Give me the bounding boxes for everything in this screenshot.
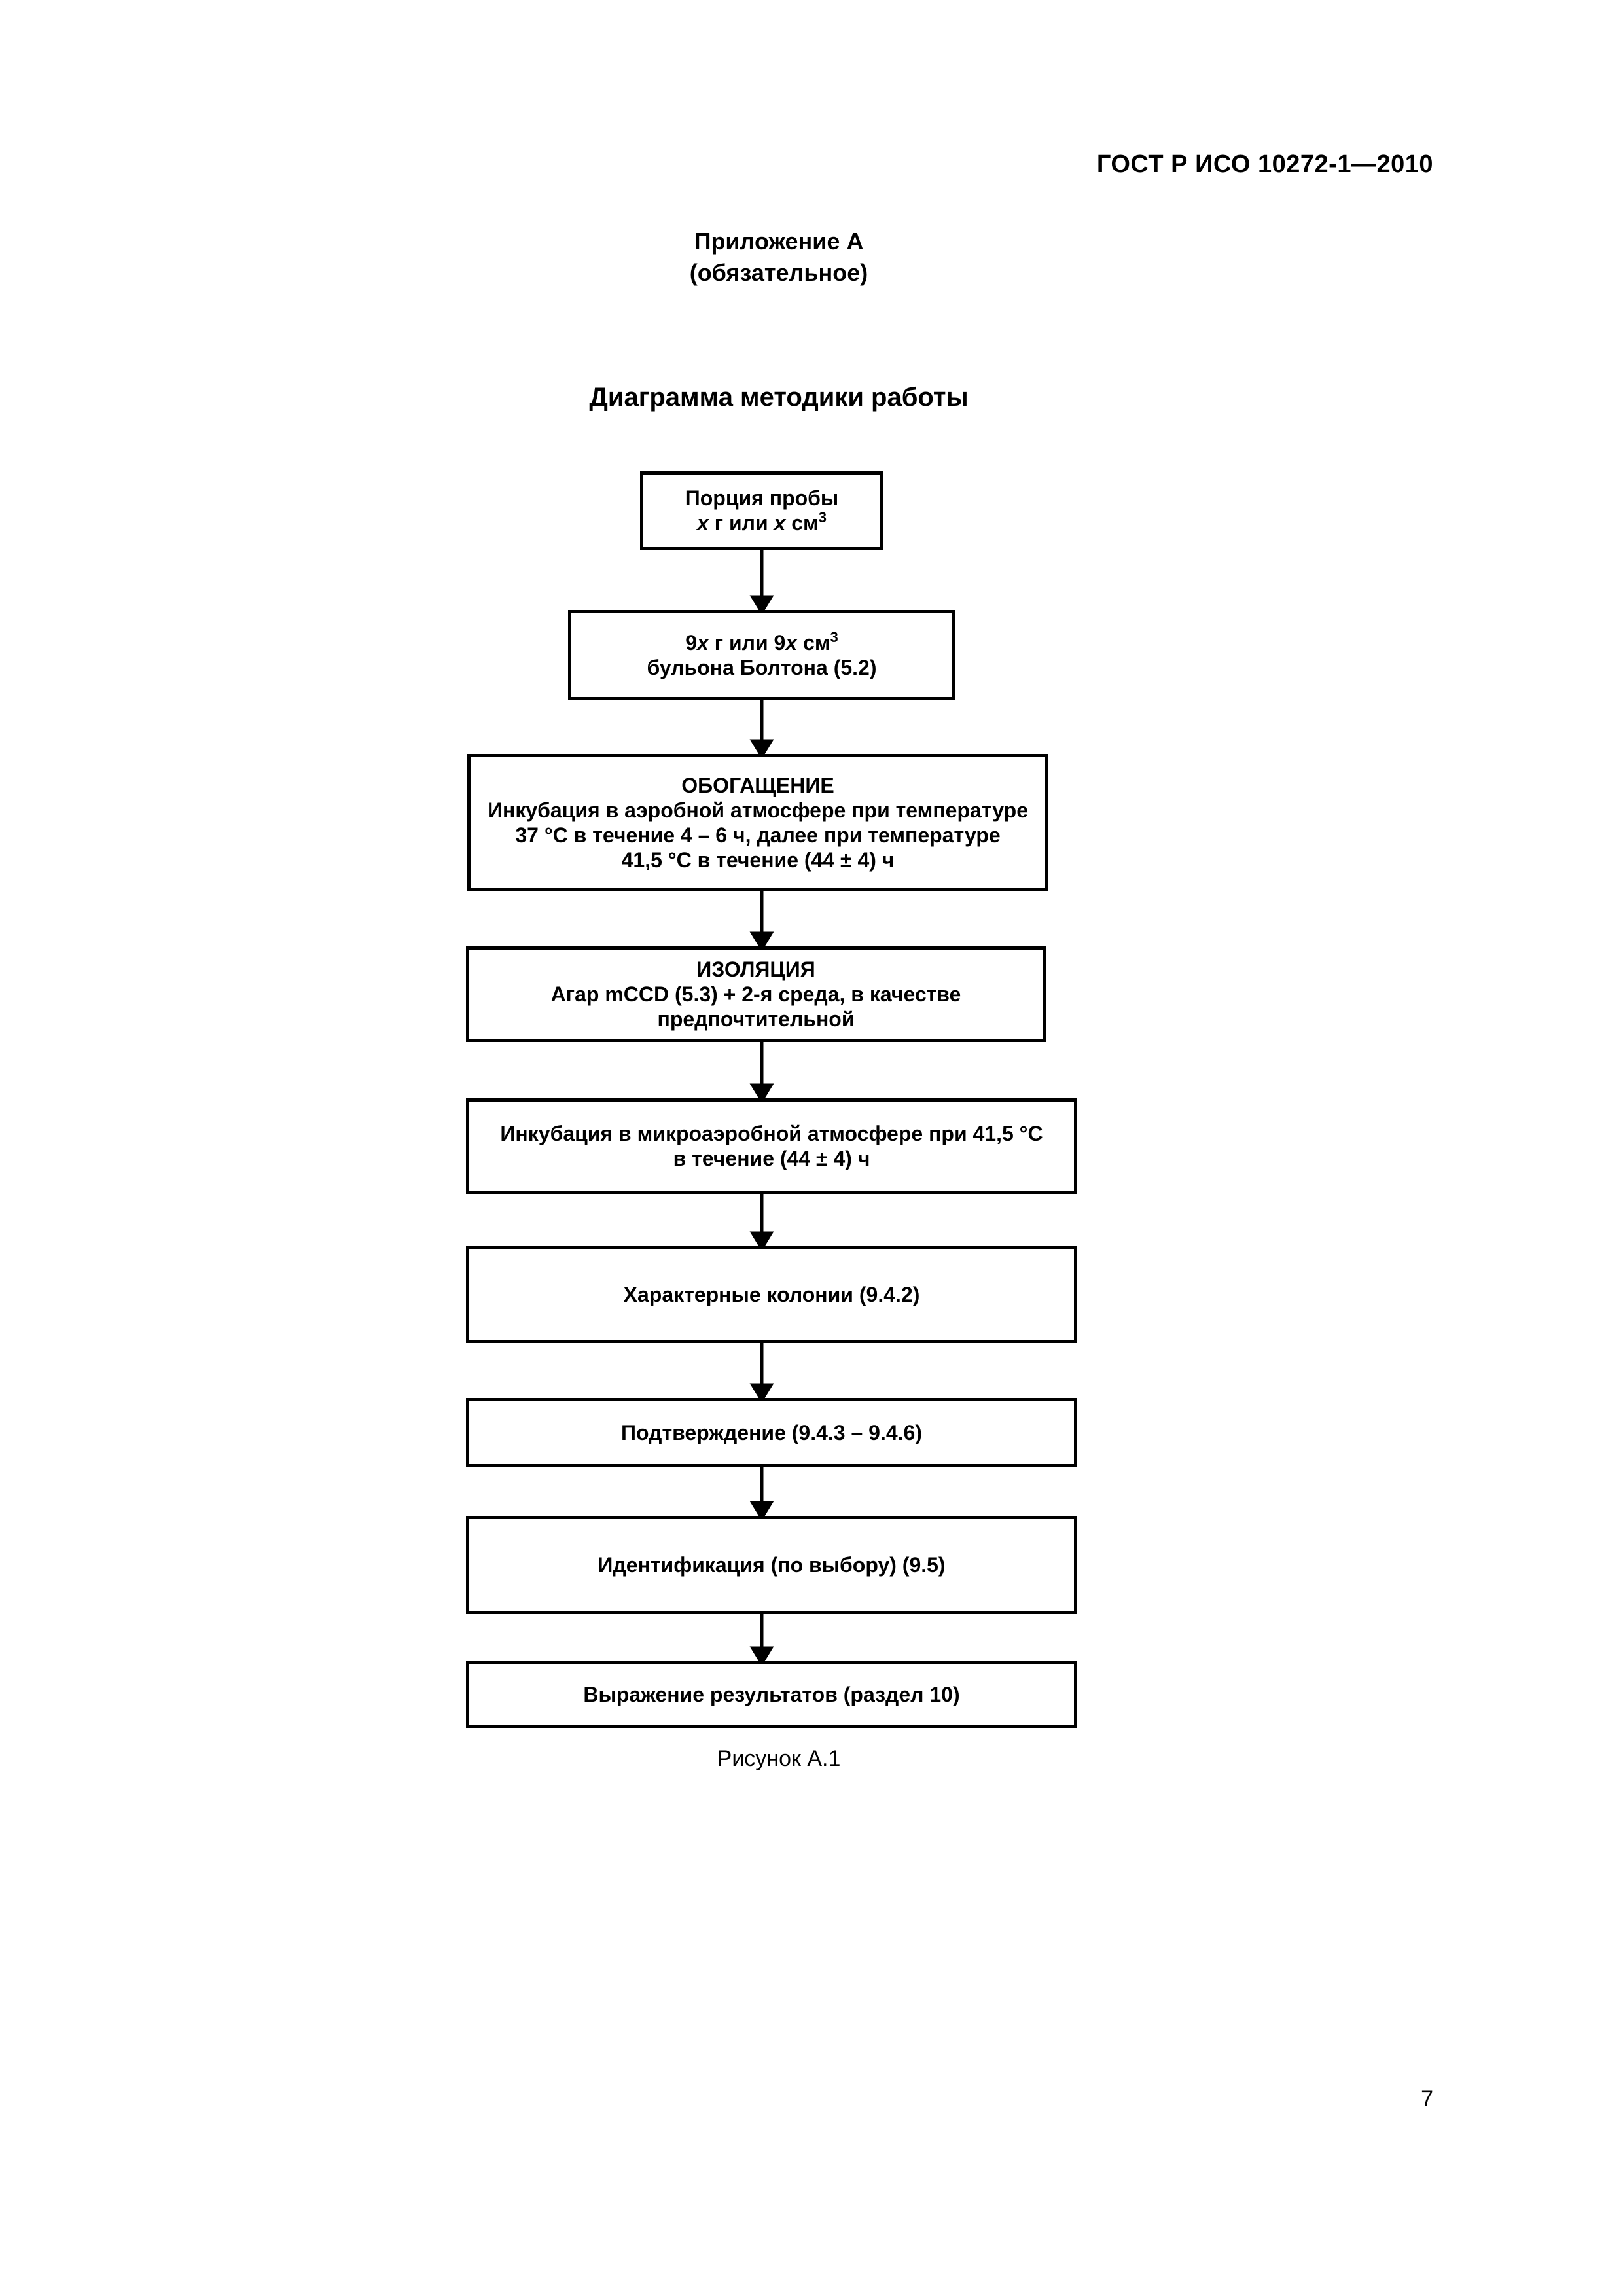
incubation-line: Инкубация в микроаэробной атмосфере при …	[500, 1122, 1043, 1145]
enrichment-line: 41,5 °С в течение (44 ± 4) ч	[621, 848, 895, 872]
enrichment-line: 37 °С в течение 4 – 6 ч, далее при темпе…	[515, 823, 1001, 847]
node-characteristic-colonies: Характерные колонии (9.4.2)	[466, 1246, 1077, 1343]
diagram-title: Диаграмма методики работы	[589, 383, 969, 412]
annex-status: (обязательное)	[689, 259, 868, 286]
enrichment-heading: ОБОГАЩЕНИЕ	[681, 774, 834, 797]
incubation-line: в течение (44 ± 4) ч	[673, 1147, 870, 1170]
arrow-isolation-to-incubation	[749, 1041, 774, 1103]
node-sample-portion: Порция пробы x г или x см3	[640, 471, 883, 550]
arrow-incubation-to-colonies	[749, 1193, 774, 1251]
arrow-enrichment-to-isolation	[749, 890, 774, 952]
arrow-sample-to-broth	[749, 548, 774, 615]
arrow-confirmation-to-identification	[749, 1466, 774, 1521]
arrow-colonies-to-confirmation	[749, 1342, 774, 1403]
results-label: Выражение результатов (раздел 10)	[583, 1683, 960, 1706]
sample-portion-amount: x г или x см3	[697, 509, 827, 535]
bolton-broth-amount: 9x г или 9x см3	[685, 629, 838, 655]
node-confirmation: Подтверждение (9.4.3 – 9.4.6)	[466, 1398, 1077, 1467]
colonies-label: Характерные колонии (9.4.2)	[623, 1283, 920, 1306]
confirmation-label: Подтверждение (9.4.3 – 9.4.6)	[621, 1421, 922, 1444]
document-standard-id: ГОСТ Р ИСО 10272-1—2010	[1096, 151, 1433, 178]
identification-label: Идентификация (по выбору) (9.5)	[597, 1553, 946, 1577]
enrichment-line: Инкубация в аэробной атмосфере при темпе…	[488, 798, 1028, 822]
arrow-broth-to-enrichment	[749, 699, 774, 759]
page-number: 7	[1421, 2087, 1433, 2111]
annex-heading: Приложение А (обязательное)	[0, 226, 1558, 289]
sample-portion-label: Порция пробы	[685, 486, 839, 510]
isolation-line: предпочтительной	[657, 1007, 855, 1031]
bolton-broth-label: бульона Болтона (5.2)	[647, 656, 877, 679]
node-bolton-broth: 9x г или 9x см3 бульона Болтона (5.2)	[568, 610, 955, 700]
isolation-heading: ИЗОЛЯЦИЯ	[696, 958, 815, 981]
node-microaerobic-incubation: Инкубация в микроаэробной атмосфере при …	[466, 1098, 1077, 1194]
figure-caption: Рисунок А.1	[717, 1746, 841, 1771]
node-enrichment: ОБОГАЩЕНИЕ Инкубация в аэробной атмосфер…	[467, 754, 1048, 891]
node-results: Выражение результатов (раздел 10)	[466, 1661, 1077, 1728]
node-isolation: ИЗОЛЯЦИЯ Агар mCCD (5.3) + 2-я среда, в …	[466, 946, 1046, 1042]
annex-title: Приложение А	[694, 228, 864, 255]
node-identification: Идентификация (по выбору) (9.5)	[466, 1516, 1077, 1614]
arrow-identification-to-results	[749, 1613, 774, 1666]
isolation-line: Агар mCCD (5.3) + 2-я среда, в качестве	[550, 982, 961, 1006]
